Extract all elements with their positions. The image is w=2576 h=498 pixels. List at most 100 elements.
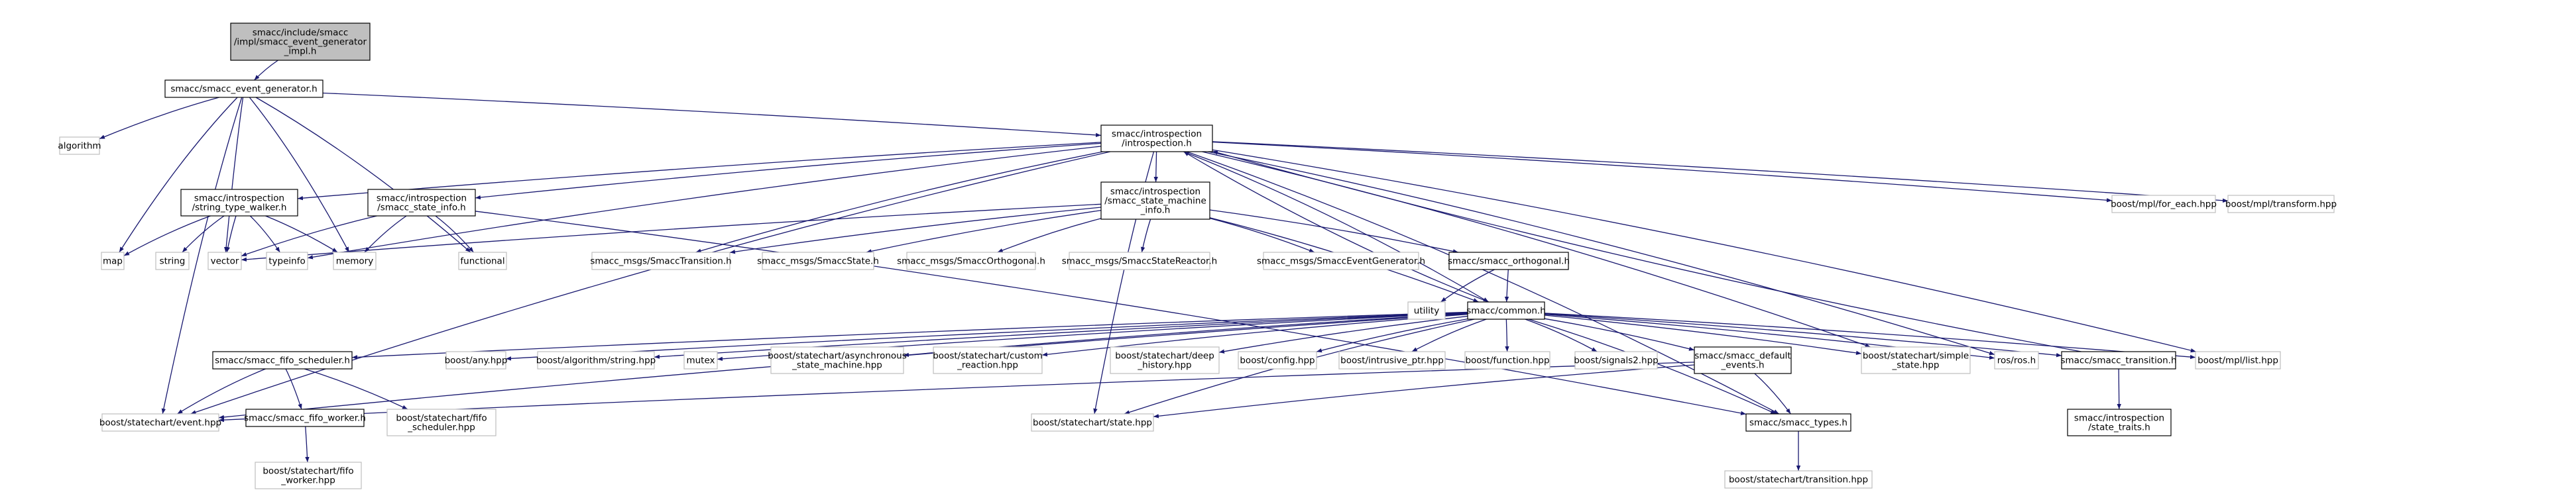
edge-stw-to-vector xyxy=(225,215,237,253)
edge-seg-to-functional xyxy=(255,97,471,253)
edge-fifosched-to-fifoschedhpp xyxy=(304,368,408,410)
node-label: _reaction.hpp xyxy=(957,360,1018,371)
node-box xyxy=(683,351,718,370)
edge-defevents-to-types xyxy=(1754,373,1791,415)
node-map: map xyxy=(101,252,125,270)
node-label: smacc/introspection xyxy=(194,193,284,204)
node-label: boost/statechart/fifo xyxy=(263,466,353,477)
edge-intro-to-mpllist xyxy=(1212,149,2196,353)
node-label: /state_traits.h xyxy=(2088,423,2150,433)
node-label: smacc_msgs/SmaccEventGenerator.h xyxy=(1257,256,1425,267)
node-signals2: boost/signals2.hpp xyxy=(1574,351,1659,370)
node-layer: smacc/include/smacc/impl/smacc_event_gen… xyxy=(58,23,2337,489)
edge-common-to-fifosched xyxy=(351,311,1468,360)
node-label: functional xyxy=(460,256,504,267)
node-label: smacc_msgs/SmaccState.h xyxy=(757,256,879,267)
node-box xyxy=(164,79,323,98)
node-label: _impl.h xyxy=(284,46,317,57)
node-label: boost/statechart/custom xyxy=(933,351,1043,362)
node-intro[interactable]: smacc/introspection/introspection.h xyxy=(1100,124,1213,152)
node-stw[interactable]: smacc/introspection/string_type_walker.h xyxy=(180,189,298,217)
edge-transition-to-intro xyxy=(1212,150,2081,352)
node-label: smacc/smacc_default xyxy=(1694,351,1790,362)
node-ssi[interactable]: smacc/introspection/smacc_state_info.h xyxy=(367,189,476,217)
node-transition[interactable]: smacc/smacc_transition.h xyxy=(2060,351,2177,370)
node-label: utility xyxy=(1414,306,1439,317)
node-box xyxy=(770,346,904,374)
node-algstring: boost/algorithm/string.hpp xyxy=(536,351,656,370)
edge-fifosched-to-event xyxy=(177,368,266,415)
node-label: boost/any.hpp xyxy=(445,356,508,366)
node-label: smacc_msgs/SmaccOrthogonal.h xyxy=(897,256,1045,267)
node-box xyxy=(1745,413,1851,432)
node-rosh: ros/ros.h xyxy=(1994,351,2039,370)
node-box xyxy=(101,413,219,432)
node-box xyxy=(1110,346,1220,374)
node-label: /impl/smacc_event_generator xyxy=(234,37,367,48)
node-box xyxy=(1861,346,1971,374)
node-label: typeinfo xyxy=(268,256,305,267)
edge-intro-to-mpltransform xyxy=(1212,141,2229,203)
node-ssmi[interactable]: smacc/introspection/smacc_state_machine_… xyxy=(1100,181,1210,220)
node-box xyxy=(2111,195,2216,213)
node-box xyxy=(207,252,242,270)
node-common[interactable]: smacc/common.h xyxy=(1466,301,1546,320)
node-label: boost/mpl/list.hpp xyxy=(2197,356,2278,366)
node-msgtrans: smacc_msgs/SmaccTransition.h xyxy=(590,252,732,270)
node-box xyxy=(1069,252,1210,270)
node-fifoworker[interactable]: smacc/smacc_fifo_worker.h xyxy=(244,409,366,427)
node-transhpp: boost/statechart/transition.hpp xyxy=(1724,470,1873,489)
node-fifosched[interactable]: smacc/smacc_fifo_scheduler.h xyxy=(212,351,353,370)
node-label: smacc/smacc_transition.h xyxy=(2060,356,2176,366)
node-customreact: boost/statechart/custom_reaction.hpp xyxy=(933,346,1043,374)
node-vector: vector xyxy=(207,252,242,270)
edge-ssi-to-types xyxy=(475,211,1747,416)
edge-fifosched-to-fifoworker xyxy=(285,368,302,410)
edge-common-to-simplestate xyxy=(1544,315,1862,356)
node-label: mutex xyxy=(686,356,715,366)
node-box xyxy=(1407,301,1446,320)
edge-intro-to-ssmi xyxy=(1153,151,1158,183)
node-mutex: mutex xyxy=(683,351,718,370)
edge-common-to-defevents xyxy=(1544,318,1695,351)
node-box xyxy=(1100,124,1213,152)
node-msgevgen: smacc_msgs/SmaccEventGenerator.h xyxy=(1257,252,1425,270)
node-box xyxy=(180,189,298,217)
node-label: smacc/include/smacc xyxy=(253,28,349,38)
node-label: boost/statechart/deep xyxy=(1115,351,1214,362)
node-label: smacc_msgs/SmaccTransition.h xyxy=(590,256,731,267)
node-statetraits[interactable]: smacc/introspection/state_traits.h xyxy=(2067,409,2172,436)
node-box xyxy=(386,409,497,436)
node-defevents[interactable]: smacc/smacc_default_events.h xyxy=(1694,346,1792,374)
edge-ssi-to-vector xyxy=(241,215,377,257)
node-box xyxy=(906,252,1036,270)
edge-orth-to-utility xyxy=(1440,269,1495,303)
node-label: _events.h xyxy=(1720,360,1764,371)
node-box xyxy=(1994,351,2039,370)
node-orth[interactable]: smacc/smacc_orthogonal.h xyxy=(1448,252,1570,270)
node-msgorth: smacc_msgs/SmaccOrthogonal.h xyxy=(897,252,1045,270)
node-mplforeach: boost/mpl/for_each.hpp xyxy=(2111,195,2217,213)
edge-stw-to-typeinfo xyxy=(249,215,280,253)
node-label: boost/statechart/fifo xyxy=(396,413,487,424)
node-box xyxy=(1263,252,1419,270)
node-label: boost/signals2.hpp xyxy=(1574,356,1659,366)
edge-ssmi-to-msgreactor xyxy=(1141,219,1151,253)
edge-common-to-intrusive xyxy=(1411,319,1487,352)
edge-intro-to-ssi xyxy=(475,142,1102,200)
node-label: smacc/introspection xyxy=(377,193,467,204)
node-box xyxy=(458,252,507,270)
node-seg[interactable]: smacc/smacc_event_generator.h xyxy=(164,79,323,98)
edge-ssi-to-functional xyxy=(435,215,474,253)
node-label: _info.h xyxy=(1140,205,1171,216)
edge-intro-to-mplforeach xyxy=(1212,141,2113,203)
node-label: boost/function.hpp xyxy=(1465,356,1549,366)
node-types[interactable]: smacc/smacc_types.h xyxy=(1745,413,1851,432)
node-root[interactable]: smacc/include/smacc/impl/smacc_event_gen… xyxy=(230,23,371,61)
node-label: smacc/smacc_fifo_scheduler.h xyxy=(215,356,350,366)
node-box xyxy=(1100,181,1210,220)
edge-stw-to-string xyxy=(182,215,225,253)
node-mpltransform: boost/mpl/transform.hpp xyxy=(2225,195,2337,213)
edge-seg-to-memory xyxy=(249,97,350,253)
